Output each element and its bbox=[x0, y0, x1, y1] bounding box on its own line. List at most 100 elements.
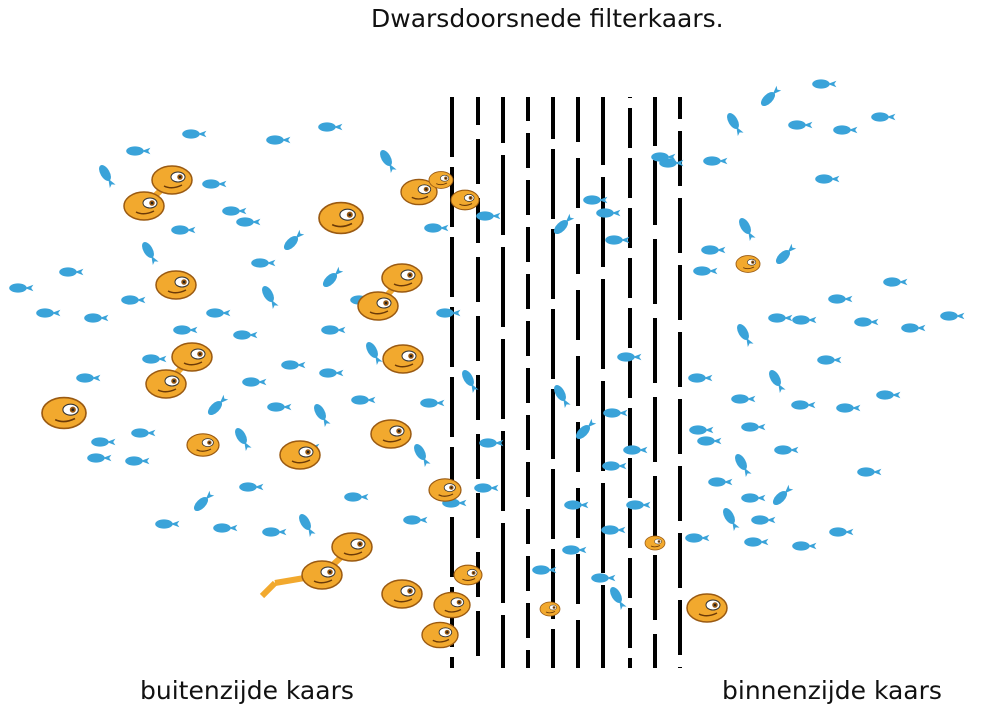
water-droplet-icon bbox=[436, 308, 461, 318]
water-droplet-icon bbox=[940, 311, 965, 321]
dirt-particle-icon bbox=[539, 601, 561, 617]
water-droplet-icon bbox=[685, 533, 710, 543]
water-droplet-icon bbox=[251, 258, 276, 268]
water-droplet-icon bbox=[266, 135, 291, 145]
water-droplet-icon bbox=[377, 148, 398, 174]
water-droplet-icon bbox=[871, 112, 896, 122]
water-droplet-icon bbox=[792, 315, 817, 325]
water-droplet-icon bbox=[296, 512, 317, 538]
water-droplet-icon bbox=[131, 428, 156, 438]
water-droplet-icon bbox=[720, 506, 741, 532]
dirt-particles bbox=[41, 165, 761, 649]
water-droplet-icon bbox=[828, 294, 853, 304]
dirt-particle-icon bbox=[145, 369, 187, 399]
water-droplet-icon bbox=[213, 523, 238, 533]
water-droplet-icon bbox=[87, 453, 112, 463]
water-droplet-icon bbox=[708, 477, 733, 487]
dirt-particle-icon bbox=[357, 291, 399, 321]
dirt-particle-icon bbox=[301, 560, 343, 590]
water-droplet-icon bbox=[76, 373, 101, 383]
water-droplet-icon bbox=[833, 125, 858, 135]
water-droplet-icon bbox=[857, 467, 882, 477]
water-droplet-icon bbox=[96, 163, 117, 189]
water-droplet-icon bbox=[689, 425, 714, 435]
dirt-particle-icon bbox=[186, 433, 220, 457]
water-droplet-icon bbox=[703, 156, 728, 166]
water-droplet-icon bbox=[773, 242, 798, 267]
dirt-particle-icon bbox=[450, 189, 480, 211]
water-droplet-icon bbox=[126, 146, 151, 156]
water-droplet-icon bbox=[139, 240, 160, 266]
water-droplet-icon bbox=[605, 235, 630, 245]
water-droplet-icon bbox=[732, 452, 753, 478]
dirt-particle-icon bbox=[171, 342, 213, 372]
water-droplet-icon bbox=[883, 277, 908, 287]
water-droplet-icon bbox=[91, 437, 116, 447]
water-droplet-icon bbox=[812, 79, 837, 89]
water-droplet-icon bbox=[155, 519, 180, 529]
water-droplet-icon bbox=[281, 228, 306, 253]
water-droplet-icon bbox=[829, 527, 854, 537]
dirt-particle-icon bbox=[644, 535, 666, 551]
water-droplet-icon bbox=[551, 212, 576, 237]
dirt-particle-icon bbox=[279, 440, 321, 470]
water-droplet-icon bbox=[281, 360, 306, 370]
water-droplet-icon bbox=[319, 368, 344, 378]
water-droplet-icon bbox=[474, 483, 499, 493]
water-droplet-icon bbox=[344, 492, 369, 502]
dirt-particle-icon bbox=[686, 593, 728, 623]
water-droplet-icon bbox=[420, 398, 445, 408]
water-droplet-icon bbox=[688, 373, 713, 383]
water-droplet-icon bbox=[854, 317, 879, 327]
water-droplet-icon bbox=[318, 122, 343, 132]
water-droplet-icon bbox=[744, 537, 769, 547]
water-droplet-icon bbox=[770, 483, 795, 508]
dirt-strand bbox=[259, 580, 278, 599]
water-droplet-icon bbox=[476, 211, 501, 221]
water-droplet-icon bbox=[741, 493, 766, 503]
water-droplet-icon bbox=[125, 456, 150, 466]
water-droplet-icon bbox=[205, 393, 230, 418]
water-droplet-icon bbox=[182, 129, 207, 139]
water-droplet-icon bbox=[701, 245, 726, 255]
water-droplet-icon bbox=[191, 489, 216, 514]
water-droplet-icon bbox=[607, 585, 628, 611]
water-droplet-icon bbox=[59, 267, 84, 277]
water-droplet-icon bbox=[403, 515, 428, 525]
water-droplet-icon bbox=[411, 442, 432, 468]
water-droplet-icon bbox=[901, 323, 926, 333]
water-droplet-icon bbox=[9, 283, 34, 293]
dirt-particle-icon bbox=[453, 564, 483, 586]
water-droplet-icon bbox=[626, 500, 651, 510]
dirt-particle-icon bbox=[331, 532, 373, 562]
water-droplet-icon bbox=[239, 482, 264, 492]
water-droplet-icon bbox=[142, 354, 167, 364]
water-droplet-icon bbox=[792, 541, 817, 551]
dirt-particle-icon bbox=[381, 263, 423, 293]
water-droplets bbox=[9, 79, 965, 611]
dirt-particle-icon bbox=[381, 579, 423, 609]
water-droplet-icon bbox=[363, 340, 384, 366]
water-droplet-icon bbox=[232, 426, 253, 452]
dirt-particle-icon bbox=[428, 478, 462, 502]
water-droplet-icon bbox=[623, 445, 648, 455]
water-droplet-icon bbox=[724, 111, 745, 137]
water-droplet-icon bbox=[602, 461, 627, 471]
water-droplet-icon bbox=[768, 313, 793, 323]
water-droplet-icon bbox=[791, 400, 816, 410]
water-droplet-icon bbox=[321, 325, 346, 335]
dirt-particle-icon bbox=[421, 621, 459, 649]
water-droplet-icon bbox=[751, 515, 776, 525]
water-droplet-icon bbox=[351, 395, 376, 405]
dirt-particle-icon bbox=[155, 270, 197, 300]
outside-label: buitenzijde kaars bbox=[140, 676, 354, 705]
water-droplet-icon bbox=[836, 403, 861, 413]
water-droplet-icon bbox=[741, 422, 766, 432]
water-droplet-icon bbox=[479, 438, 504, 448]
water-droplet-icon bbox=[236, 217, 261, 227]
water-droplet-icon bbox=[233, 330, 258, 340]
dirt-particle-icon bbox=[433, 591, 471, 619]
water-droplet-icon bbox=[267, 402, 292, 412]
